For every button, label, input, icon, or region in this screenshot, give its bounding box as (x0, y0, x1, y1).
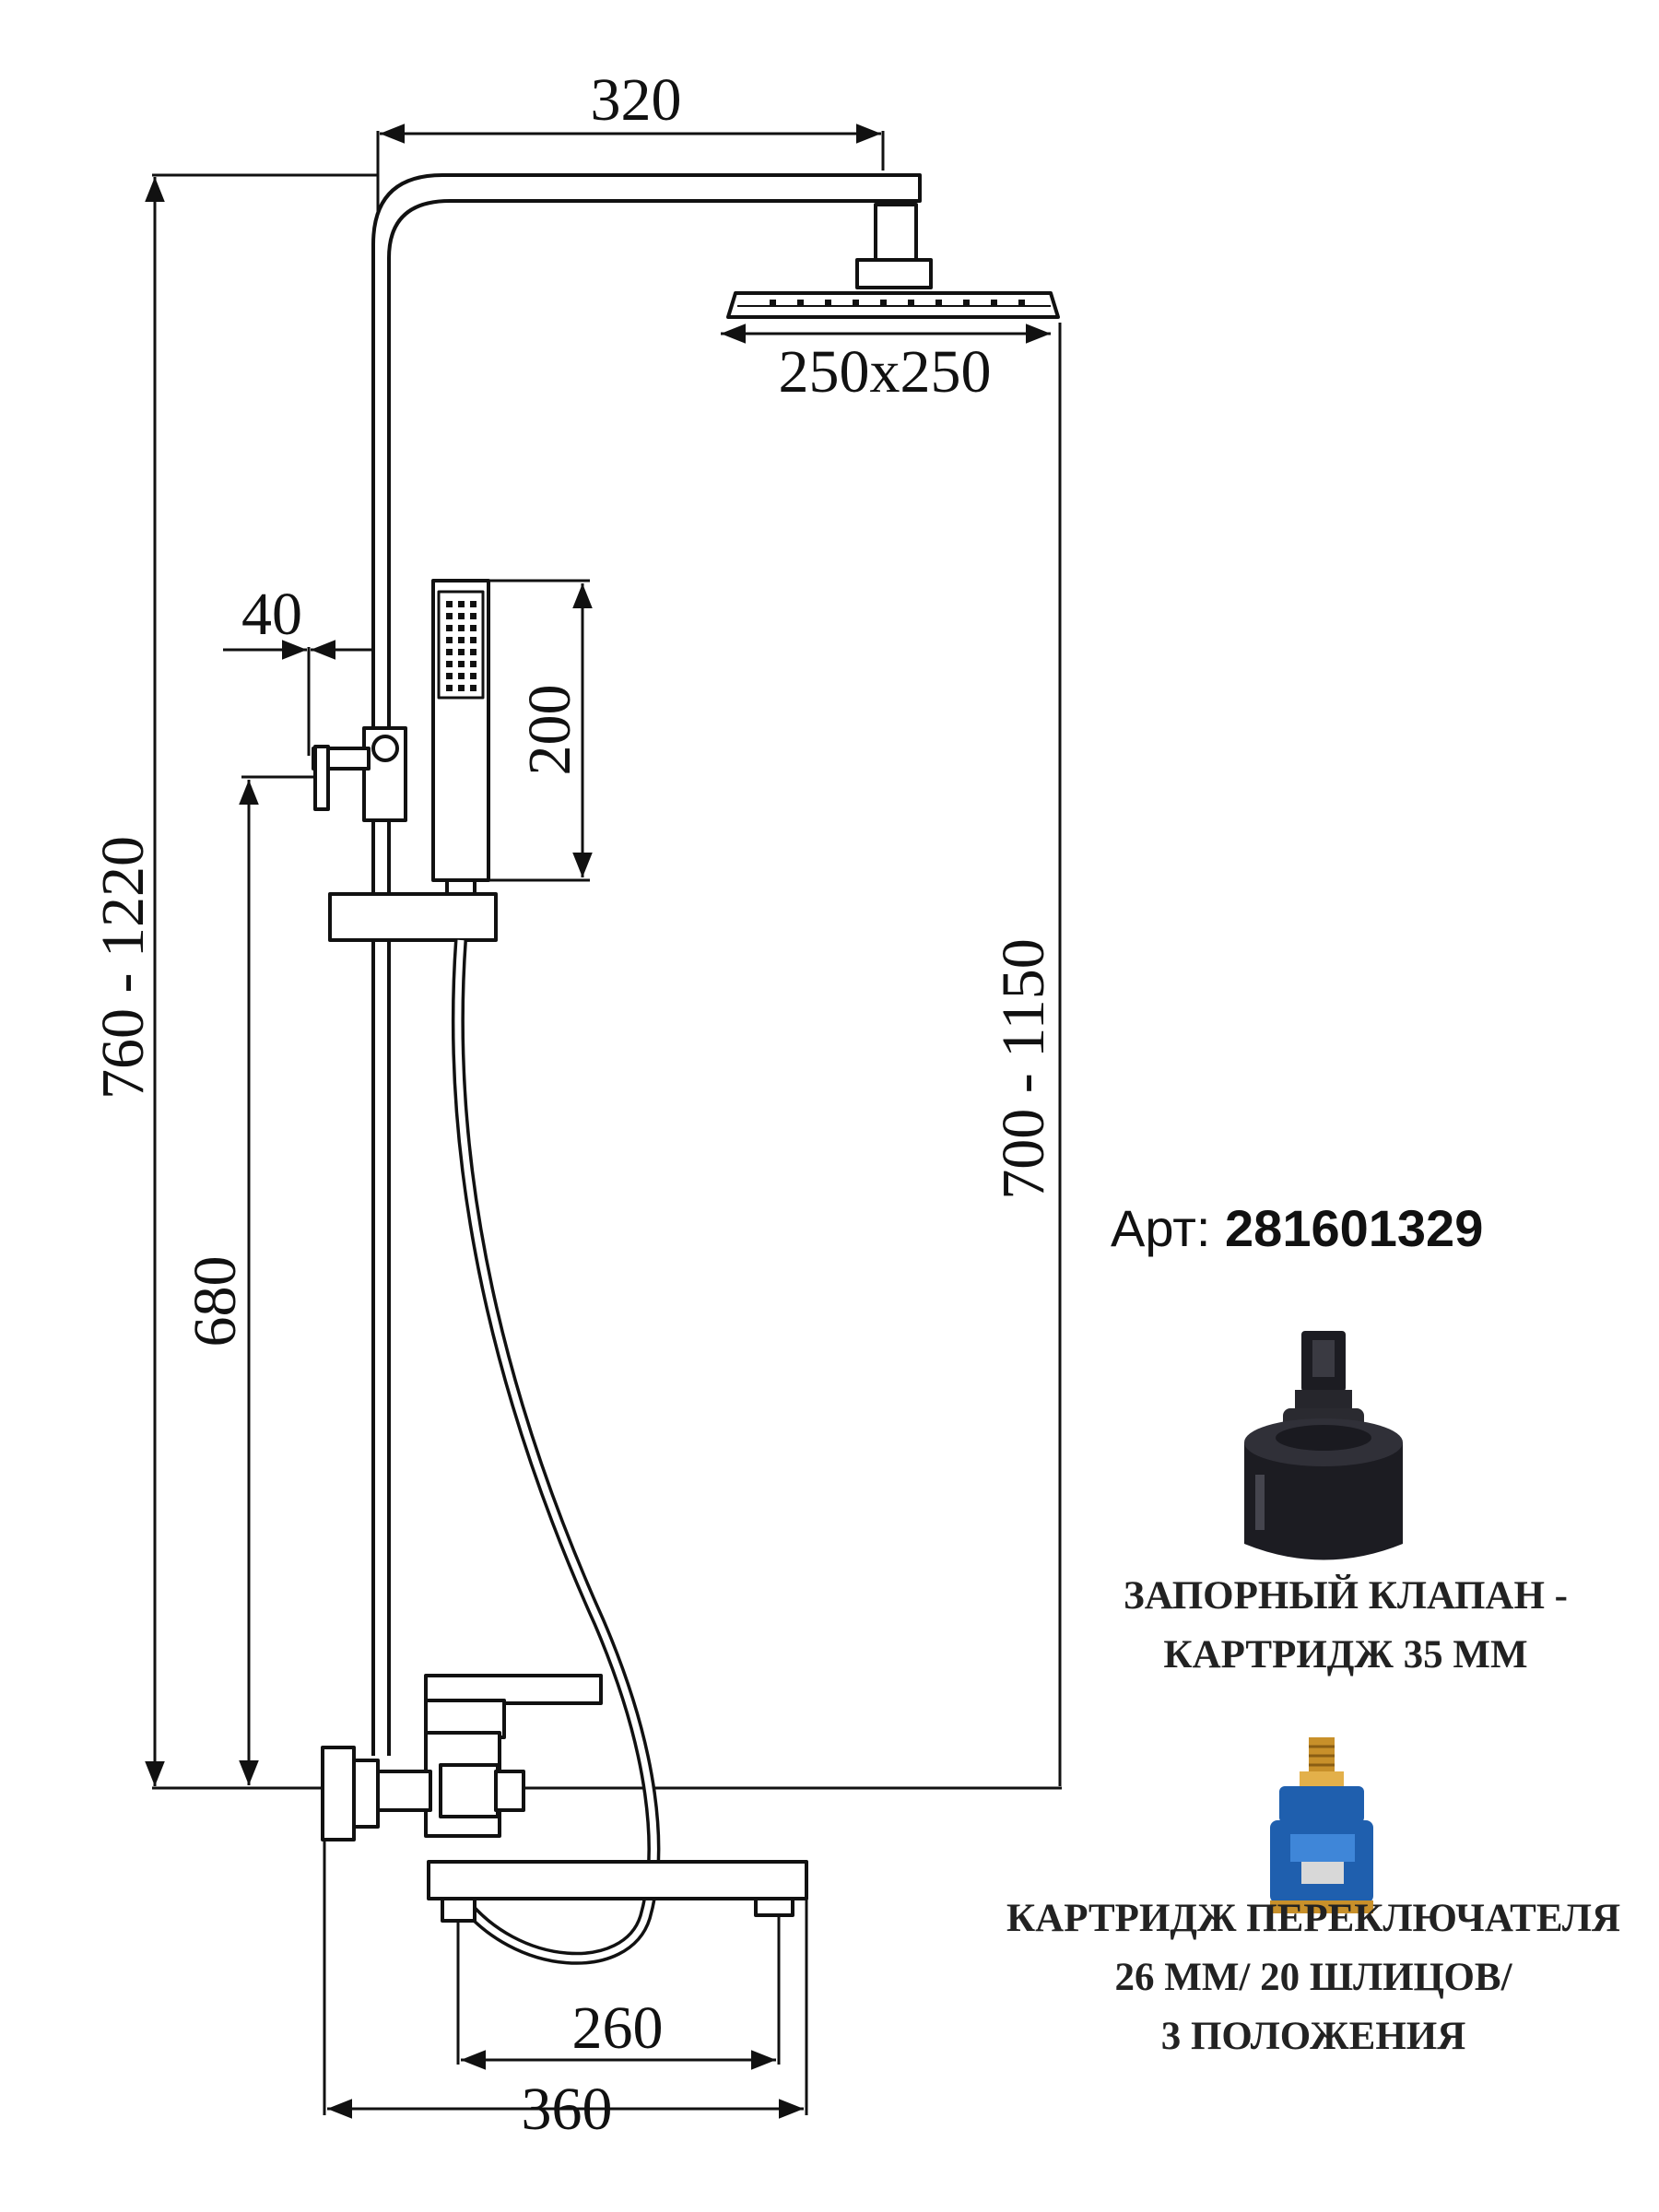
hand-shower-holder (328, 892, 498, 942)
bath-spout (427, 1860, 808, 1900)
shutoff-cartridge-image (1244, 1331, 1403, 1560)
article-number: Арт: 281601329 (1111, 1198, 1483, 1258)
article-value: 281601329 (1225, 1199, 1484, 1257)
shutoff-cartridge-caption: ЗАПОРНЫЙ КЛАПАН - КАРТРИДЖ 35 ММ (1088, 1567, 1604, 1685)
article-prefix: Арт: (1111, 1199, 1226, 1257)
caption-line: КАРТРИДЖ 35 ММ (1163, 1633, 1528, 1677)
dim-overall-width: 360 (522, 2076, 613, 2143)
dim-total-height: 760 - 1220 (89, 836, 157, 1100)
dim-head-height: 700 - 1150 (990, 938, 1057, 1200)
shower-fixture (312, 173, 1060, 1965)
dimension-lines (145, 124, 1062, 2119)
dim-mixer-height: 680 (182, 1256, 249, 1347)
dim-mixer-offset: 40 (241, 581, 302, 648)
diverter-cartridge-image (1270, 1737, 1373, 1913)
dim-hand-shower: 200 (516, 685, 583, 776)
dim-spout-length: 260 (572, 1994, 664, 2062)
caption-line: КАРТРИДЖ ПЕРЕКЛЮЧАТЕЛЯ (1006, 1897, 1621, 1940)
caption-line: 3 ПОЛОЖЕНИЯ (1160, 2015, 1466, 2058)
diverter-cartridge-caption: КАРТРИДЖ ПЕРЕКЛЮЧАТЕЛЯ 26 ММ/ 20 ШЛИЦОВ/… (977, 1889, 1650, 2066)
caption-line: ЗАПОРНЫЙ КЛАПАН - (1124, 1574, 1568, 1618)
riser-pipe (371, 173, 922, 1756)
dim-overhead-arm: 320 (591, 66, 682, 134)
dim-head-size: 250x250 (779, 338, 992, 406)
caption-line: 26 ММ/ 20 ШЛИЦОВ/ (1114, 1956, 1512, 1999)
